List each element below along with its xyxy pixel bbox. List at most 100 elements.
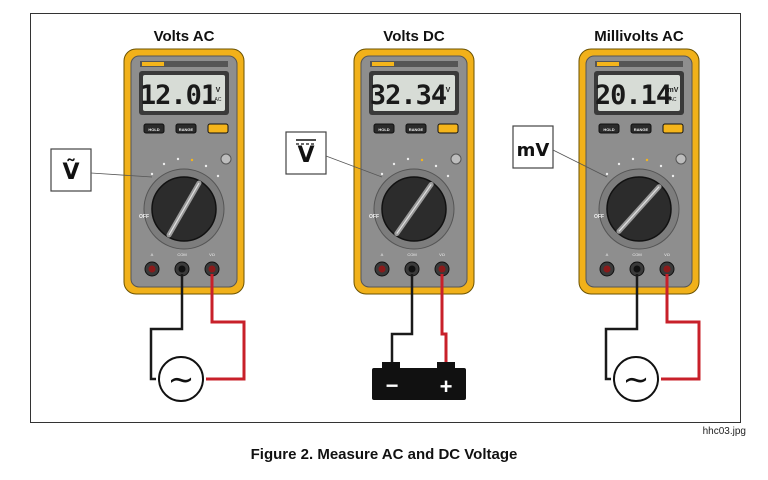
callout-symbol: Ṽ xyxy=(62,159,79,185)
meter-button-label: HOLD xyxy=(378,127,389,132)
black-test-lead xyxy=(604,274,639,381)
function-callout-3: mV xyxy=(512,125,608,178)
function-callout-1: Ṽ xyxy=(50,148,153,192)
dial-pointer-stripe xyxy=(396,184,432,234)
lcd-reading: 20.14 xyxy=(595,80,672,111)
backlight-button xyxy=(450,153,462,165)
jack-hole xyxy=(408,265,416,273)
panel-title: Volts DC xyxy=(383,28,445,45)
jack-label: VΩ xyxy=(439,252,445,257)
dial-off-label: OFF xyxy=(369,214,379,220)
meter-brand-logo xyxy=(597,62,619,66)
callout-symbol: V xyxy=(297,143,314,168)
meter-button-3 xyxy=(437,123,459,134)
lcd-unit: V xyxy=(446,87,451,94)
ac-wave-glyph: ~ xyxy=(168,360,195,398)
lcd-unit-sub: AC xyxy=(670,97,677,103)
battery-body xyxy=(372,368,466,400)
meter-button-label: RANGE xyxy=(179,127,194,132)
jack-hole xyxy=(663,265,671,273)
jack-label: A xyxy=(381,252,384,257)
ac-source-symbol xyxy=(158,356,204,402)
battery-neg-label: − xyxy=(386,373,399,398)
dial-tick xyxy=(204,164,208,168)
dial-pointer-stripe xyxy=(168,182,200,236)
callout-leader xyxy=(90,172,153,178)
meter-button-2 xyxy=(630,123,652,134)
dial-pointer-stripe xyxy=(618,186,660,232)
jack-label: COM xyxy=(632,252,641,257)
meter-brand-logo xyxy=(142,62,164,66)
jack-hole xyxy=(378,265,386,273)
function-callout-2: V xyxy=(285,131,383,178)
callout-leader xyxy=(325,155,383,178)
battery-symbol: −+ xyxy=(372,362,466,400)
dial-tick xyxy=(446,174,450,178)
battery-neg-terminal xyxy=(382,362,400,370)
meter-button-3 xyxy=(662,123,684,134)
meter-button-1 xyxy=(598,123,620,134)
black-test-lead xyxy=(149,274,184,381)
dial-tick xyxy=(420,158,424,162)
callout-box xyxy=(50,148,92,192)
lcd-reading: 12.01 xyxy=(140,80,216,111)
dial-off-label: OFF xyxy=(594,214,604,220)
black-test-lead xyxy=(390,274,414,364)
jack-hole xyxy=(148,265,156,273)
dial-tick xyxy=(671,174,675,178)
figure-caption: Figure 2. Measure AC and DC Voltage xyxy=(250,446,518,463)
meter-button-label: HOLD xyxy=(603,127,614,132)
dial-tick xyxy=(631,157,635,161)
red-test-lead xyxy=(661,274,701,381)
meter-brand-strip xyxy=(140,61,228,67)
battery-pos-label: + xyxy=(440,374,453,399)
dial-tick xyxy=(216,174,220,178)
meter-brand-logo xyxy=(372,62,394,66)
callout-box xyxy=(512,125,554,169)
panel-title: Volts AC xyxy=(154,28,215,45)
meter-brand-strip xyxy=(370,61,458,67)
callout-symbol: mV xyxy=(517,140,550,161)
ac-wave-glyph: ~ xyxy=(623,360,650,398)
lcd-unit: V xyxy=(216,87,221,94)
dial-tick xyxy=(190,158,194,162)
jack-hole xyxy=(633,265,641,273)
battery-pos-terminal xyxy=(437,362,455,370)
dial-tick xyxy=(645,158,649,162)
dial-tick xyxy=(406,157,410,161)
jack-hole xyxy=(603,265,611,273)
jack-hole xyxy=(438,265,446,273)
dial-tick xyxy=(392,162,396,166)
dial-tick xyxy=(434,164,438,168)
jack-label: VΩ xyxy=(209,252,215,257)
meter-button-1 xyxy=(373,123,395,134)
callout-leader xyxy=(552,149,608,178)
meter-button-1 xyxy=(143,123,165,134)
jack-hole xyxy=(178,265,186,273)
dial-tick xyxy=(150,172,154,176)
red-test-lead xyxy=(206,274,246,381)
dial-tick xyxy=(659,164,663,168)
panel-title: Millivolts AC xyxy=(594,28,684,45)
dial-off-label: OFF xyxy=(139,214,149,220)
dial-tick xyxy=(162,162,166,166)
dial-tick xyxy=(617,162,621,166)
dial-tick xyxy=(176,157,180,161)
lcd-reading: 32.34 xyxy=(370,80,447,111)
callout-box xyxy=(285,131,327,175)
ac-source-symbol xyxy=(613,356,659,402)
meter-brand-strip xyxy=(595,61,683,67)
meter-button-2 xyxy=(175,123,197,134)
dial-tick xyxy=(380,172,384,176)
lcd-unit: mV xyxy=(668,87,679,94)
jack-hole xyxy=(208,265,216,273)
lcd-screen xyxy=(143,75,225,111)
jack-label: COM xyxy=(407,252,416,257)
jack-label: VΩ xyxy=(664,252,670,257)
backlight-button xyxy=(220,153,232,165)
